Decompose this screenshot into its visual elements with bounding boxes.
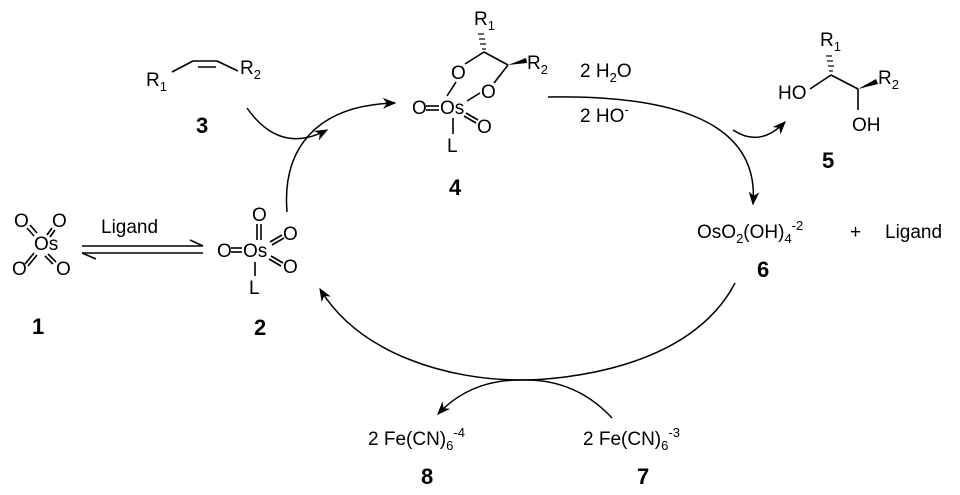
ligand-atom-4: L <box>447 136 458 157</box>
species-6-osmate-plus-ligand: OsO2(OH)4-2 + Ligand 6 <box>697 218 942 282</box>
compound-number-3: 3 <box>196 113 208 138</box>
oxygen-4-ring-left: O <box>451 63 466 84</box>
arrow-alkene-addition <box>246 107 329 141</box>
compound-number-6: 6 <box>757 257 769 282</box>
compound-number-8: 8 <box>421 464 433 489</box>
compound-number-7: 7 <box>637 464 649 489</box>
hydroxide-reagent: 2 HO- <box>580 102 629 127</box>
hydroxyl-5-left: HO <box>778 83 807 104</box>
oxygen-4-ring-right: O <box>481 82 496 103</box>
r2-group-3: R2 <box>240 58 261 82</box>
cycle-arrows <box>246 96 786 419</box>
os-atom-1: Os <box>34 234 58 255</box>
oxygen-1c: O <box>12 259 27 280</box>
ligand-atom-2: L <box>249 278 260 299</box>
ferricyanide-7: 2 Fe(CN)6-3 <box>583 425 680 453</box>
compound-number-1: 1 <box>32 314 44 339</box>
compound-2-osmium-ligand-complex: O Os O O O L 2 <box>217 205 298 340</box>
osmate-species-6: OsO2(OH)4-2 <box>697 218 803 246</box>
arrow-4-to-6 <box>547 96 760 206</box>
arrow-ferrocyanide-out <box>437 379 521 415</box>
oxygen-2-top: O <box>252 205 267 226</box>
r1-group-5: R1 <box>820 30 841 54</box>
species-7-ferricyanide: 2 Fe(CN)6-3 7 <box>583 425 680 489</box>
species-8-ferrocyanide: 2 Fe(CN)6-4 8 <box>368 425 465 489</box>
arrow-ferricyanide-in <box>519 379 613 419</box>
compound-number-4: 4 <box>449 175 462 200</box>
os-atom-4: Os <box>440 98 464 119</box>
oxygen-2-lower-right: O <box>283 257 298 278</box>
oxygen-1a: O <box>14 211 29 232</box>
compound-5-diol: R1 HO R2 OH 5 <box>778 30 899 173</box>
ligand-6: Ligand <box>885 222 942 243</box>
compound-number-5: 5 <box>822 148 834 173</box>
os-atom-2: Os <box>243 241 267 262</box>
oxygen-4-lower: O <box>477 117 492 138</box>
equilibrium-arrows: Ligand <box>81 217 204 260</box>
ferrocyanide-8: 2 Fe(CN)6-4 <box>368 425 465 453</box>
r1-group-4: R1 <box>474 9 495 33</box>
compound-3-alkene: R1 R2 3 <box>146 58 261 138</box>
oxygen-2-upper-right: O <box>283 224 298 245</box>
water-reagent: 2 H2O <box>580 61 632 85</box>
oxygen-2-left: O <box>217 241 232 262</box>
r1-group-3: R1 <box>146 70 167 94</box>
oxygen-1b: O <box>52 211 67 232</box>
arrow-6-to-2 <box>319 282 736 381</box>
equilibrium-ligand-label: Ligand <box>101 217 158 238</box>
plus-sign-6: + <box>850 222 861 243</box>
arrow-2-to-4 <box>285 97 397 213</box>
hydroxyl-5-right: OH <box>852 115 881 136</box>
oxygen-4-left: O <box>412 98 427 119</box>
oxygen-1d: O <box>56 259 71 280</box>
compound-number-2: 2 <box>254 315 266 340</box>
hydrolysis-reagents: 2 H2O 2 HO- <box>580 61 632 127</box>
r2-group-5: R2 <box>878 68 899 92</box>
compound-4-osmate-ester: R1 R2 O O Os O O L 4 <box>412 9 548 200</box>
compound-1-osmium-tetroxide: Os O O O O 1 <box>12 211 71 339</box>
arrow-to-diol-5 <box>732 121 786 139</box>
r2-group-4: R2 <box>527 53 548 77</box>
